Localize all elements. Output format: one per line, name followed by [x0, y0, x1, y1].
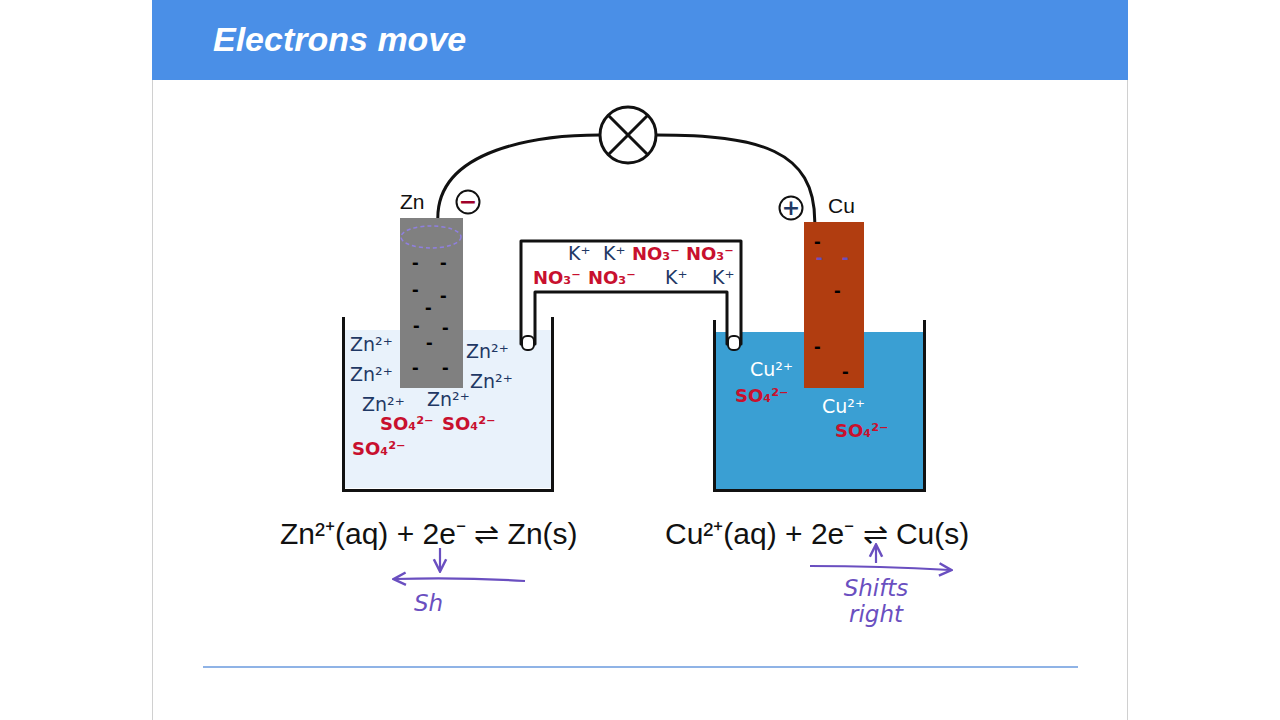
ion-label: NO₃⁻	[632, 243, 680, 264]
charge-sign: -	[413, 314, 420, 337]
terminal-sign: −	[455, 189, 481, 215]
salt-bridge: K⁺K⁺NO₃⁻NO₃⁻NO₃⁻NO₃⁻K⁺K⁺	[515, 236, 747, 352]
page-edge	[1127, 80, 1128, 720]
charge-sign: -	[440, 251, 447, 274]
ion-label: SO₄²⁻	[380, 413, 434, 434]
ion-label: Zn²⁺	[350, 333, 393, 355]
ion-label: K⁺	[603, 242, 626, 264]
ion-label: NO₃⁻	[588, 267, 636, 288]
ion-label: SO₄²⁻	[735, 385, 789, 406]
handwritten-note: Sh	[414, 590, 443, 616]
electrode-label: Zn	[400, 190, 425, 214]
zinc-electrode: Zn----------	[400, 218, 463, 388]
bottom-rule	[203, 666, 1078, 668]
charge-sign: -	[412, 251, 419, 274]
ion-label: NO₃⁻	[686, 243, 734, 264]
ion-label: K⁺	[665, 266, 688, 288]
ion-label: Cu²⁺	[750, 358, 793, 380]
lamp-symbol	[600, 107, 656, 163]
shift-arrow	[395, 578, 525, 581]
ion-label: SO₄²⁻	[352, 438, 406, 459]
charge-sign: -	[842, 246, 849, 269]
ion-label: SO₄²⁻	[442, 413, 496, 434]
charge-sign: -	[814, 335, 821, 358]
half-equation: Zn²⁺(aq) + 2e⁻ ⇌ Zn(s)	[280, 512, 578, 553]
negative-terminal: −	[455, 189, 481, 215]
charge-sign: -	[442, 316, 449, 339]
slide-title: Electrons move	[213, 22, 466, 56]
charge-sign: -	[442, 356, 449, 379]
ion-label: Zn²⁺	[470, 370, 513, 392]
page-edge	[152, 80, 153, 720]
shift-arrow	[439, 548, 441, 570]
copper-electrode: Cu------	[804, 222, 864, 388]
electrode-label: Cu	[828, 194, 855, 218]
half-equation: Cu²⁺(aq) + 2e⁻ ⇌ Cu(s)	[665, 512, 969, 553]
charge-sign: -	[842, 360, 849, 383]
shift-arrow	[810, 566, 950, 570]
ion-label: NO₃⁻	[533, 267, 581, 288]
ion-label: SO₄²⁻	[835, 420, 889, 441]
terminal-sign: +	[778, 195, 804, 221]
handwritten-note: Shifts right	[826, 575, 926, 627]
ion-label: K⁺	[712, 266, 735, 288]
ion-label: Zn²⁺	[466, 340, 509, 362]
charge-sign: -	[425, 296, 432, 319]
charge-sign: -	[816, 246, 823, 269]
ion-label: Zn²⁺	[350, 363, 393, 385]
ion-label: Cu²⁺	[822, 395, 865, 417]
ion-label: Zn²⁺	[427, 388, 470, 410]
charge-sign: -	[412, 356, 419, 379]
ion-label: Zn²⁺	[362, 393, 405, 415]
positive-terminal: +	[778, 195, 804, 221]
charge-sign: -	[412, 278, 419, 301]
charge-sign: -	[426, 331, 433, 354]
charge-sign: -	[834, 279, 841, 302]
ion-label: K⁺	[568, 242, 591, 264]
charge-sign: -	[440, 284, 447, 307]
